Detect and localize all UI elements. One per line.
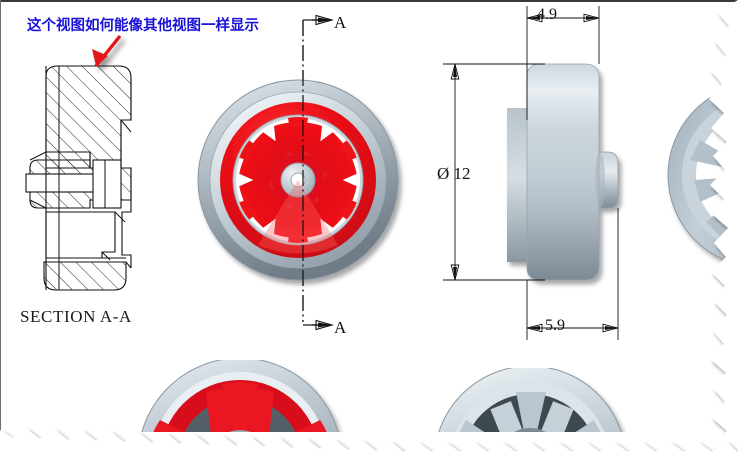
partial-view-wheel-gray <box>438 368 622 432</box>
dimension-arrow-icon <box>526 13 600 23</box>
torn-edge-bottom <box>0 428 738 453</box>
partial-view-wheel-red <box>141 360 339 432</box>
dimension-4-9 <box>526 6 600 120</box>
annotation-note: 这个视图如何能像其他视图一样显示 <box>27 18 259 34</box>
page-border-left <box>0 0 1 453</box>
section-view-label: SECTION A-A <box>20 307 132 326</box>
section-arrow-icon-bottom <box>312 319 335 331</box>
dimension-5-9 <box>526 208 619 340</box>
section-view-a-a <box>25 65 132 291</box>
section-letter-bottom: A <box>334 318 347 337</box>
side-view <box>507 63 619 281</box>
dimension-arrow-icon <box>450 63 460 281</box>
section-letter-top: A <box>334 13 347 32</box>
red-callout-arrow-icon <box>92 34 122 68</box>
torn-edge-right <box>709 0 738 453</box>
dimension-label-width-bottom: 5.9 <box>545 317 565 334</box>
dimension-arrow-icon <box>526 323 619 333</box>
dimension-label-width-top: 4.9 <box>537 6 557 23</box>
wheel-front-view <box>197 79 399 281</box>
page-border-top <box>0 0 738 2</box>
dimension-label-diameter: Ø 12 <box>437 164 471 183</box>
section-arrow-icon-top <box>312 14 335 26</box>
dimension-diameter-12 <box>443 63 545 281</box>
